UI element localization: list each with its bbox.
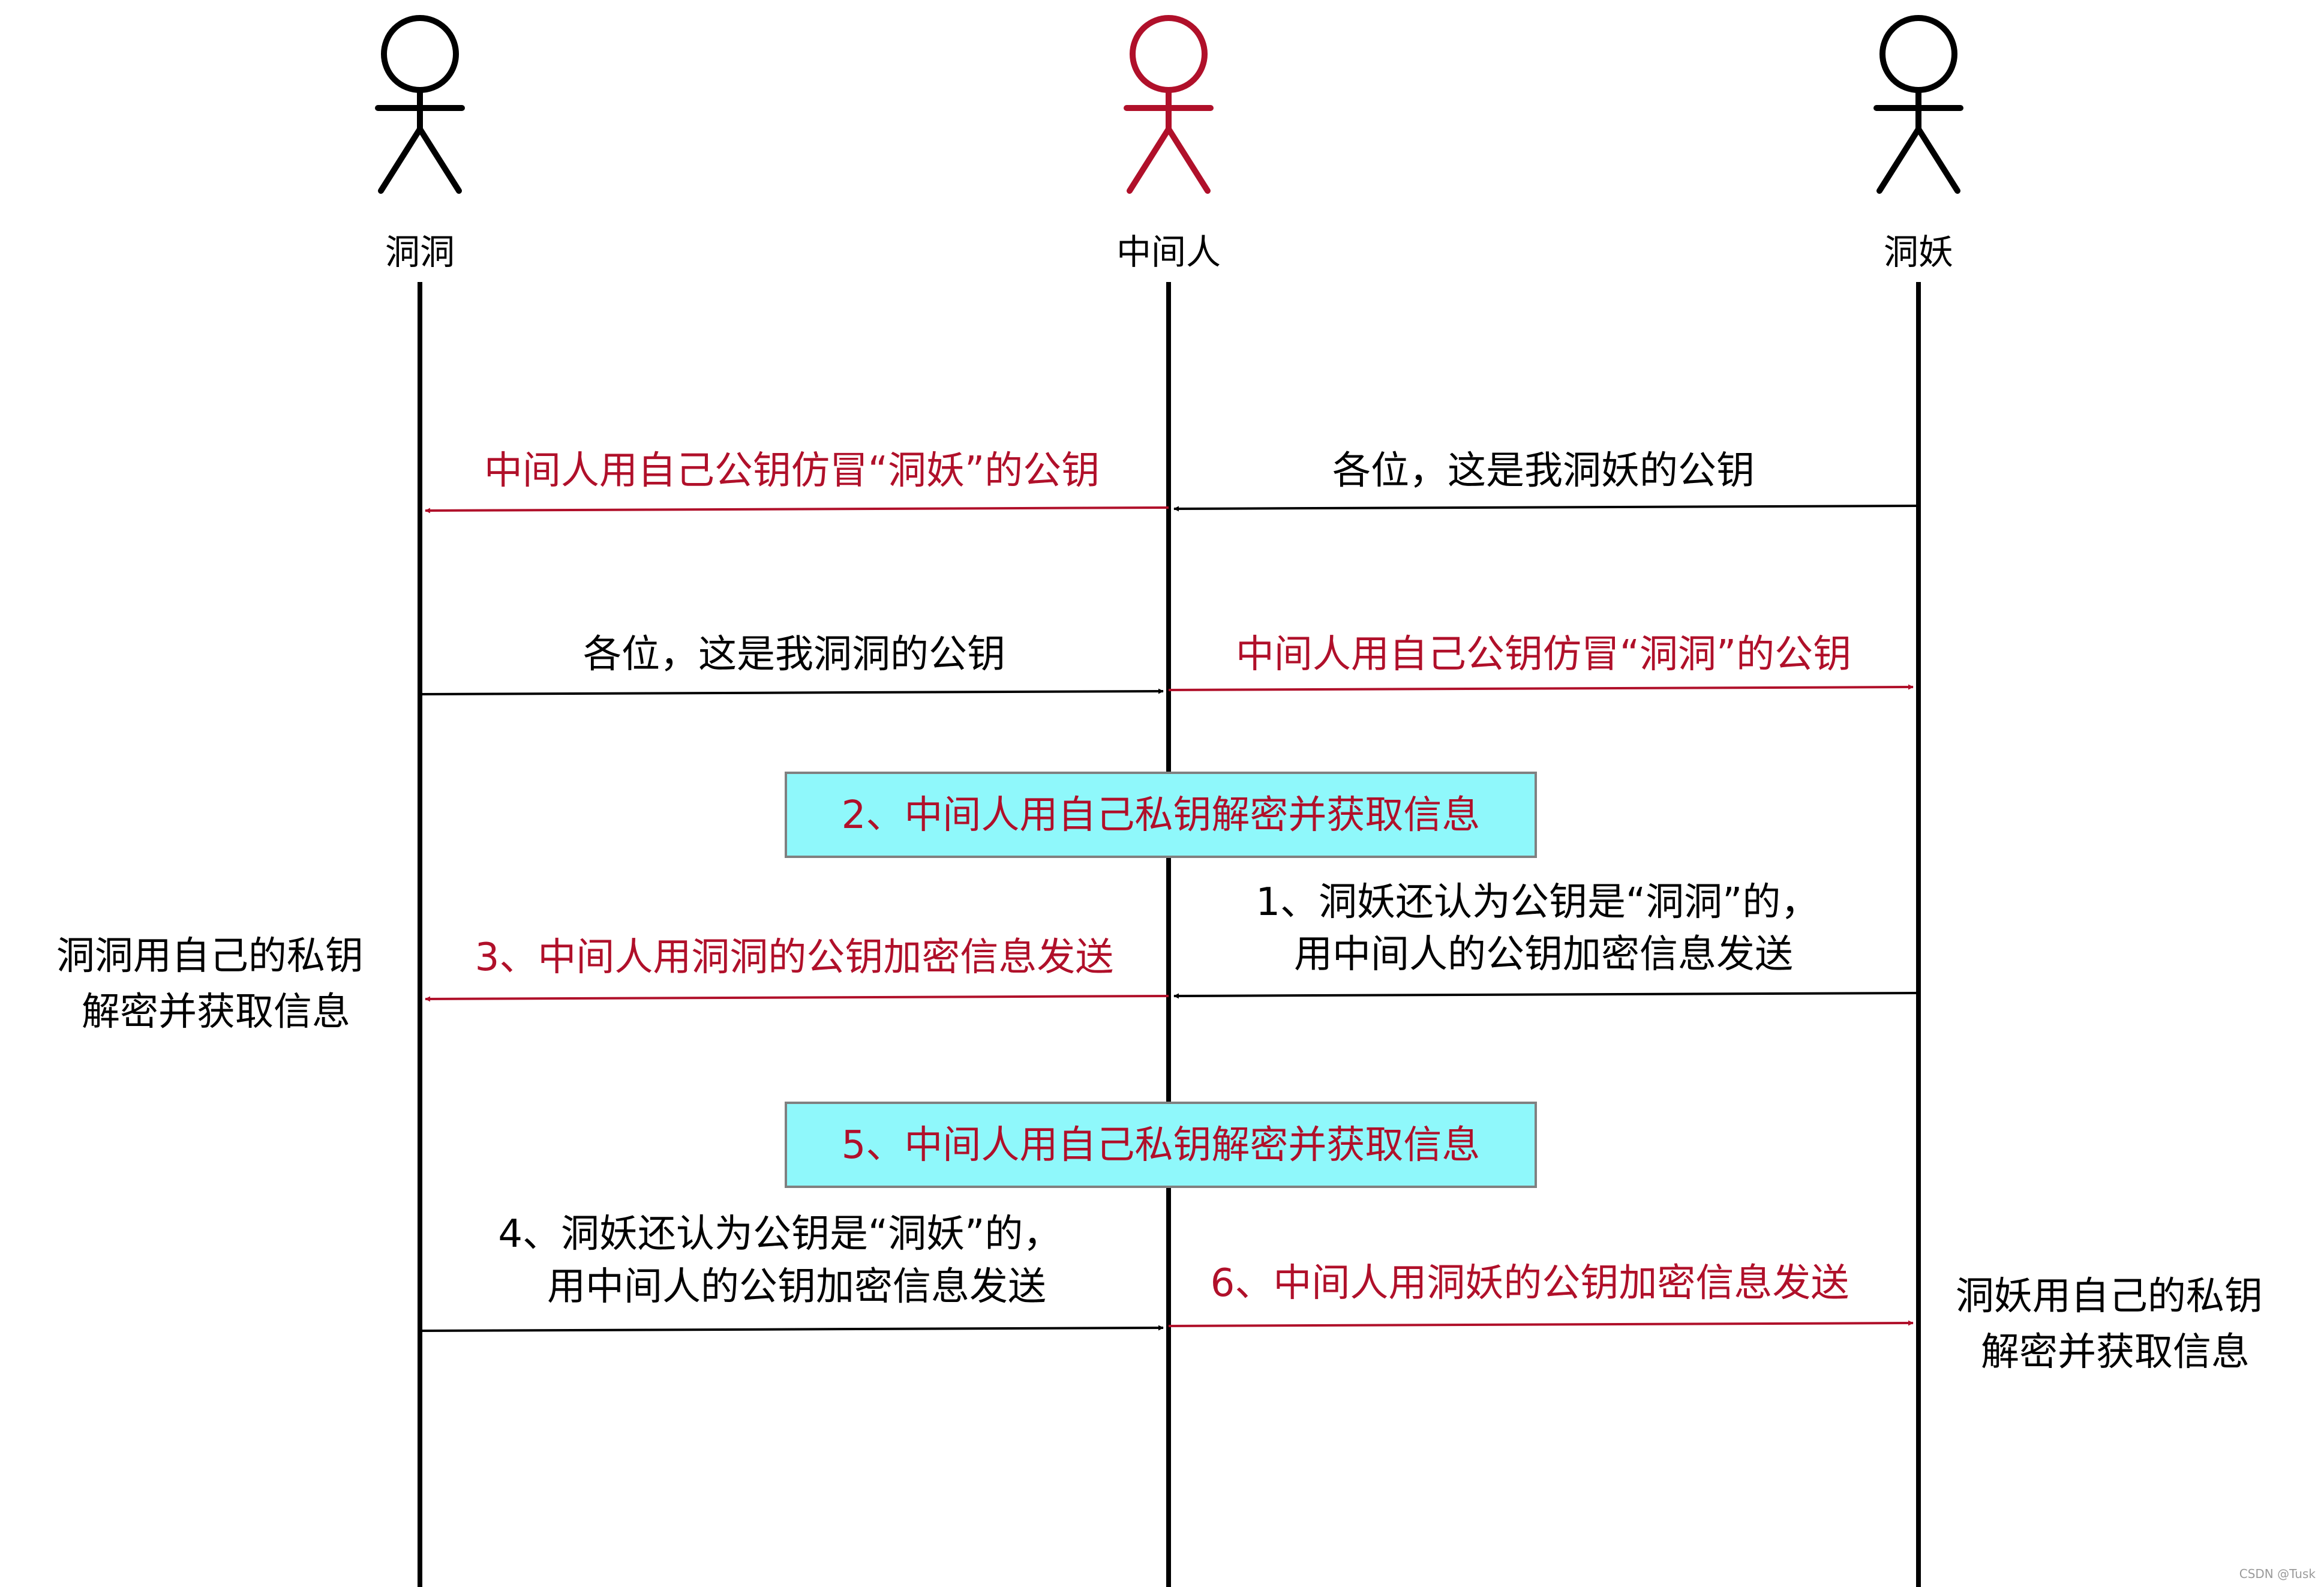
callout-box: 5、中间人用自己私钥解密并获取信息 xyxy=(785,1102,1537,1188)
message-arrow: 3、中间人用洞洞的公钥加密信息发送 xyxy=(425,935,1169,1002)
callout-box: 2、中间人用自己私钥解密并获取信息 xyxy=(785,772,1537,858)
actor-name: 洞妖 xyxy=(1884,232,1953,272)
stick-figure-icon xyxy=(1873,15,1963,194)
actor-dongyao: 洞妖 xyxy=(1873,15,1963,1587)
message-label: 6、中间人用洞妖的公钥加密信息发送 xyxy=(1211,1261,1849,1306)
stick-figure-icon xyxy=(1124,15,1214,194)
side-note-dongdong: 洞洞用自己的私钥 解密并获取信息 xyxy=(56,934,376,1034)
callout-label: 5、中间人用自己私钥解密并获取信息 xyxy=(842,1123,1481,1168)
message-arrow: 各位，这是我洞洞的公钥 xyxy=(419,632,1164,695)
actor-name: 中间人 xyxy=(1116,232,1221,272)
callout-label: 2、中间人用自己私钥解密并获取信息 xyxy=(842,793,1481,838)
message-label: 中间人用自己公钥仿冒“洞妖”的公钥 xyxy=(484,449,1100,493)
message-label: 各位，这是我洞洞的公钥 xyxy=(583,632,1005,677)
stick-figure-icon xyxy=(375,15,465,194)
message-arrow: 中间人用自己公钥仿冒“洞妖”的公钥 xyxy=(425,449,1169,514)
side-note-dongyao: 洞妖用自己的私钥 解密并获取信息 xyxy=(1956,1274,2275,1375)
actor-name: 洞洞 xyxy=(385,232,455,272)
message-arrow: 1、洞妖还认为公钥是“洞洞”的， 用中间人的公钥加密信息发送 xyxy=(1173,880,1919,999)
message-arrow: 4、洞妖还认为公钥是“洞妖”的， 用中间人的公钥加密信息发送 xyxy=(419,1212,1164,1332)
message-arrow: 各位，这是我洞妖的公钥 xyxy=(1173,449,1919,512)
message-label: 4、洞妖还认为公钥是“洞妖”的， 用中间人的公钥加密信息发送 xyxy=(498,1212,1073,1309)
actor-mitm: 中间人 xyxy=(1116,15,1221,1587)
message-arrow: 6、中间人用洞妖的公钥加密信息发送 xyxy=(1168,1261,1914,1327)
message-label: 各位，这是我洞妖的公钥 xyxy=(1332,449,1755,493)
watermark: CSDN @Tusk xyxy=(2239,1567,2316,1581)
message-label: 中间人用自己公钥仿冒“洞洞”的公钥 xyxy=(1236,632,1851,677)
message-arrow: 中间人用自己公钥仿冒“洞洞”的公钥 xyxy=(1168,632,1914,691)
message-label: 3、中间人用洞洞的公钥加密信息发送 xyxy=(475,935,1114,980)
message-label: 1、洞妖还认为公钥是“洞洞”的， 用中间人的公钥加密信息发送 xyxy=(1256,880,1831,977)
actor-dongdong: 洞洞 xyxy=(375,15,465,1587)
